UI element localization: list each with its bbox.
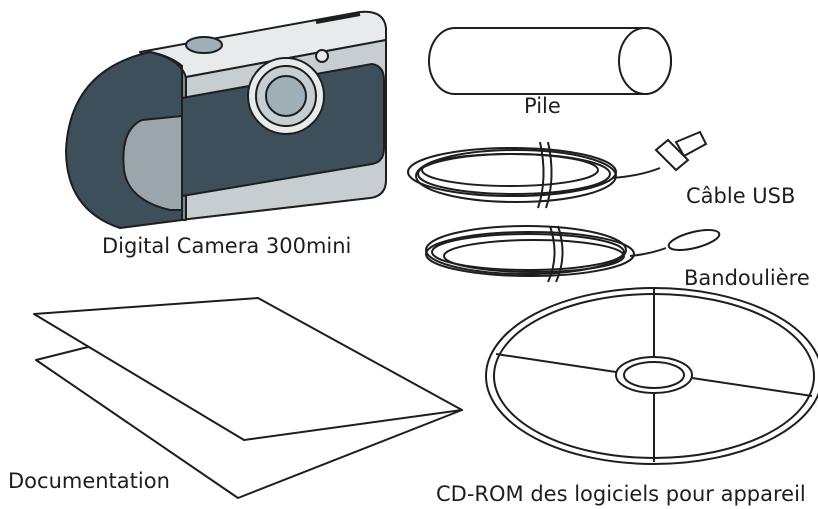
documentation-label: Documentation: [8, 469, 170, 493]
strap-label: Bandoulière: [684, 266, 810, 290]
cdrom-icon: [485, 287, 818, 465]
battery-label: Pile: [524, 94, 561, 118]
cdrom-label: CD-ROM des logiciels pour appareil: [436, 482, 806, 506]
battery-icon: [428, 27, 672, 95]
strap-icon: [425, 225, 721, 283]
documentation-icon: [33, 297, 463, 499]
usb-cable-icon: [407, 130, 708, 209]
camera-label: Digital Camera 300mini: [102, 234, 352, 258]
usb-cable-label: Câble USB: [686, 184, 796, 208]
camera-icon: [65, 10, 387, 229]
